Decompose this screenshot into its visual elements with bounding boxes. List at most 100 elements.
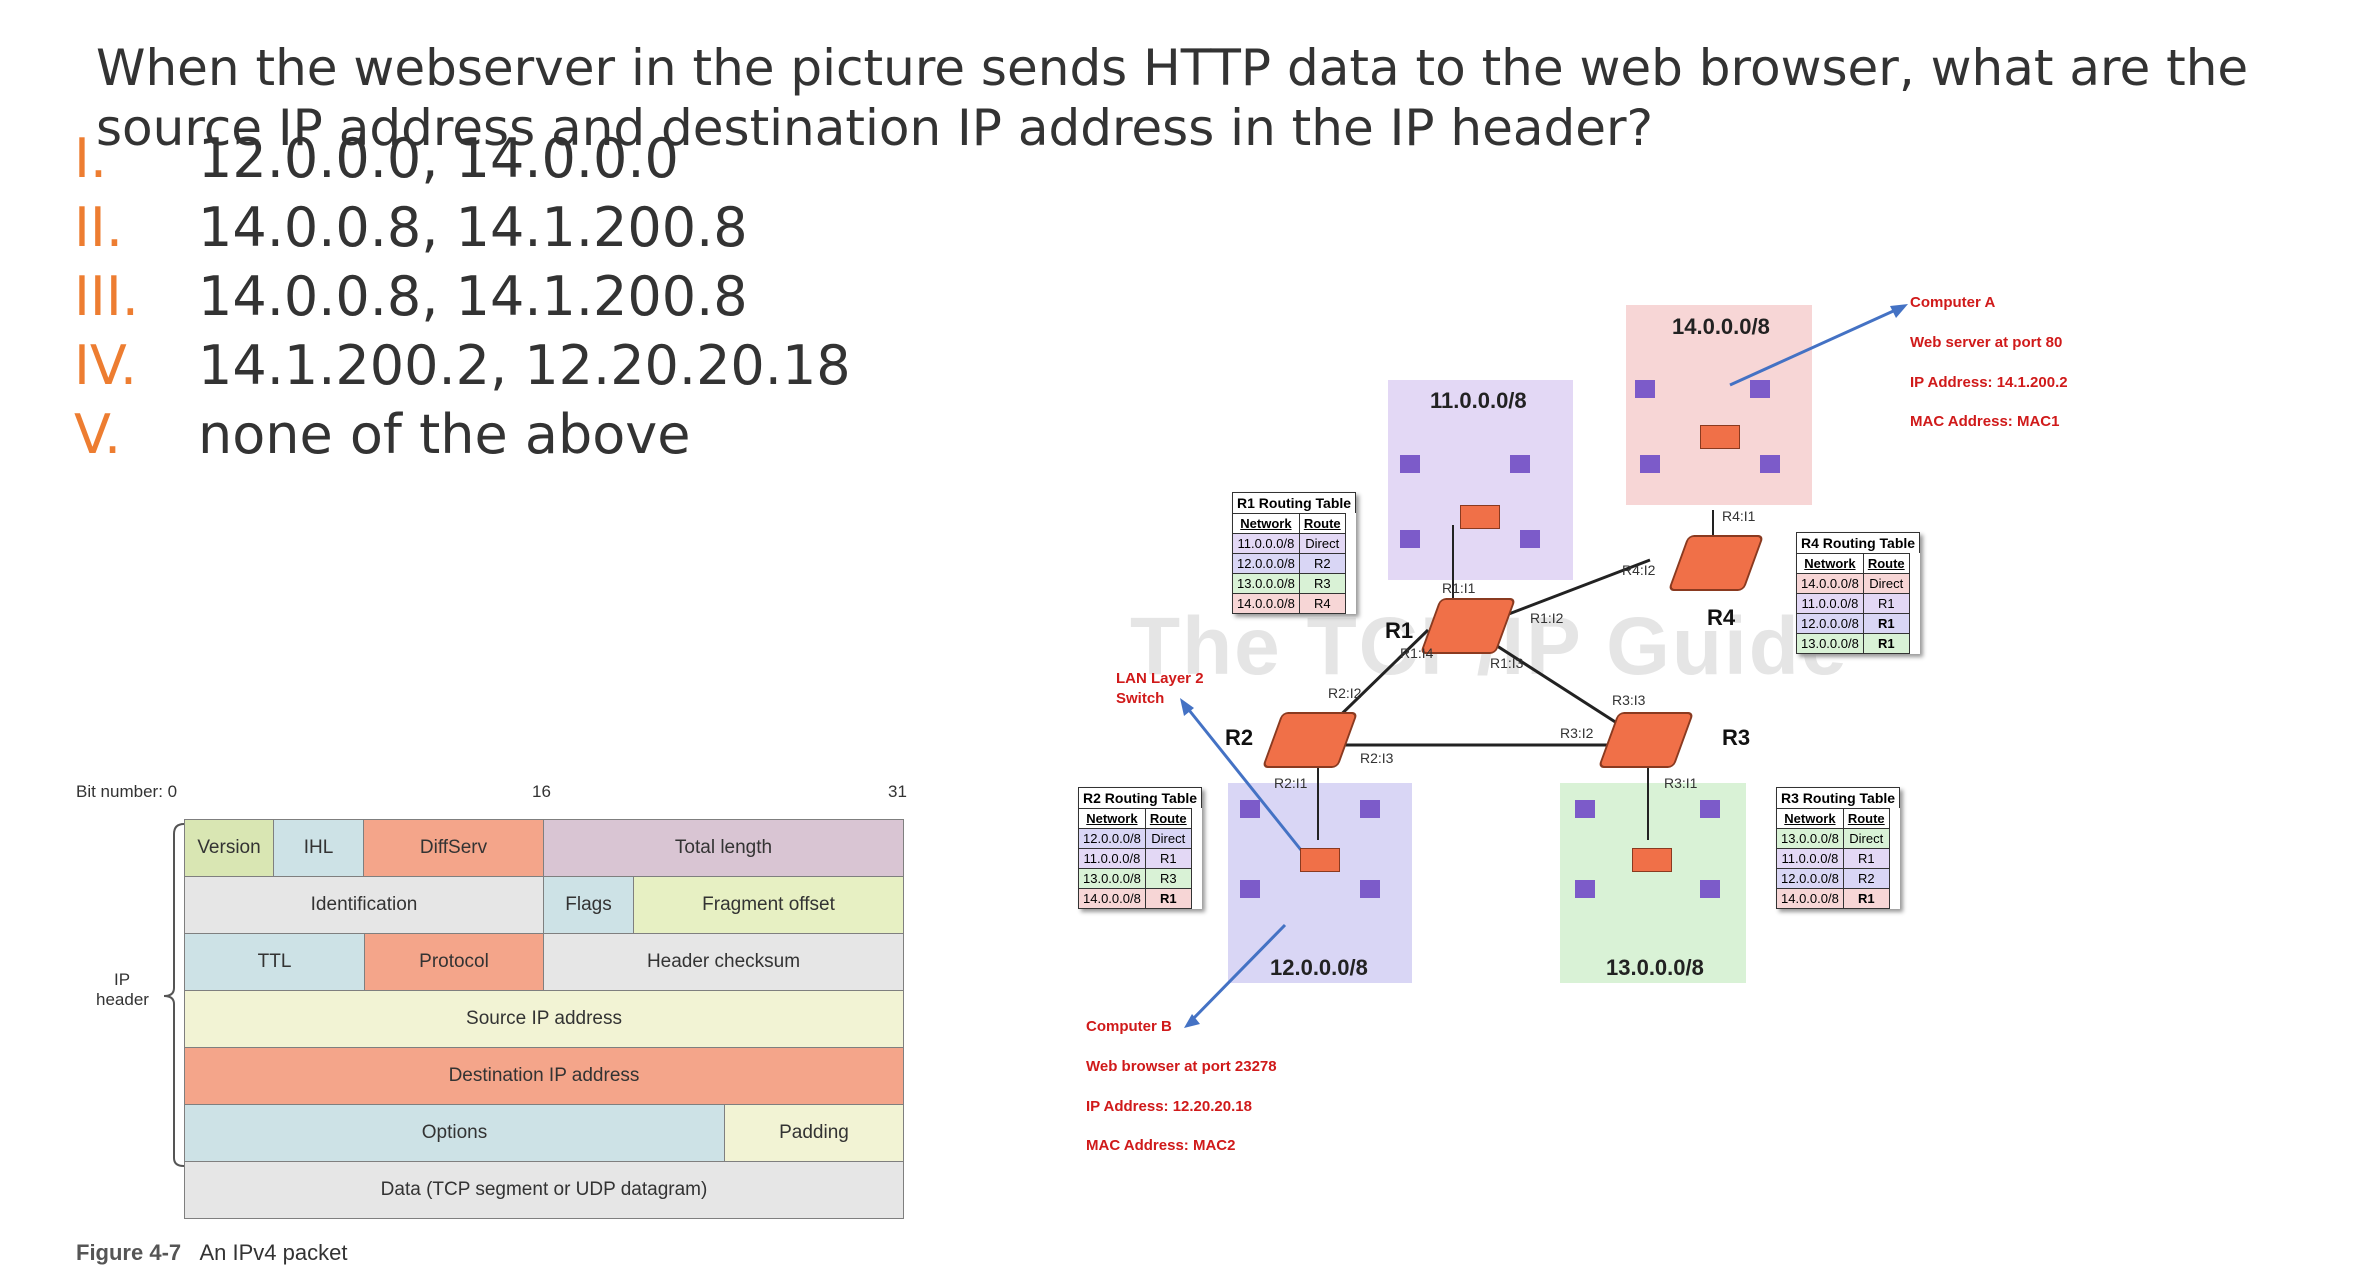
if-r2-i2: R2:I2	[1328, 685, 1362, 701]
pc-icon	[1700, 800, 1720, 818]
pc-icon	[1240, 880, 1260, 898]
network-12-label: 12.0.0.0/8	[1270, 955, 1368, 980]
computer-a-mac: MAC Address: MAC1	[1910, 413, 2060, 430]
if-r2-i3: R2:I3	[1360, 750, 1394, 766]
table-cell: R2	[1842, 868, 1890, 889]
table-cell: R4	[1298, 593, 1346, 614]
table-header: Route	[1842, 808, 1890, 829]
pc-icon	[1520, 530, 1540, 548]
pc-icon	[1700, 880, 1720, 898]
field-fragment-offset: Fragment offset	[633, 876, 904, 934]
pc-icon	[1400, 530, 1420, 548]
table-cell: R1	[1842, 888, 1890, 909]
option-number: I.	[74, 127, 108, 190]
bit-number-label: Bit number: 0	[76, 782, 178, 801]
table-header: Network	[1078, 808, 1146, 829]
bit-16-label: 16	[532, 782, 551, 801]
field-total-length: Total length	[543, 819, 904, 877]
field-source-ip: Source IP address	[184, 990, 904, 1048]
table-cell: R1	[1842, 848, 1890, 869]
caption-number: Figure 4-7	[76, 1240, 182, 1265]
lan-switch-label-2: Switch	[1116, 690, 1165, 707]
pc-icon	[1240, 800, 1260, 818]
ip-side-label: IP	[114, 970, 131, 989]
option-number: IV.	[74, 334, 138, 397]
table-cell: 12.0.0.0/8	[1776, 868, 1844, 889]
if-r2-i1: R2:I1	[1274, 775, 1308, 791]
if-r1-i3: R1:I3	[1490, 655, 1524, 671]
table-cell: 12.0.0.0/8	[1078, 828, 1146, 849]
table-cell: 13.0.0.0/8	[1078, 868, 1146, 889]
field-ttl: TTL	[184, 933, 365, 991]
option-text: 14.1.200.2, 12.20.20.18	[198, 334, 851, 397]
field-data: Data (TCP segment or UDP datagram)	[184, 1161, 904, 1219]
table-title: R2 Routing Table	[1078, 787, 1203, 808]
caption-text: An IPv4 packet	[199, 1240, 348, 1265]
pc-icon	[1575, 800, 1595, 818]
table-header: Route	[1298, 513, 1346, 534]
field-identification: Identification	[184, 876, 544, 934]
field-padding: Padding	[724, 1104, 904, 1162]
table-cell: R1	[1862, 593, 1910, 614]
switch-icon	[1632, 848, 1672, 872]
bit-31-label: 31	[888, 782, 907, 801]
table-cell: R2	[1298, 553, 1346, 574]
table-header: Network	[1796, 553, 1864, 574]
if-r1-i4: R1:I4	[1400, 645, 1434, 661]
table-cell: 11.0.0.0/8	[1078, 848, 1146, 869]
if-r1-i1: R1:I1	[1442, 580, 1476, 596]
if-r4-i1: R4:I1	[1722, 508, 1756, 524]
table-cell: Direct	[1862, 573, 1910, 594]
table-cell: 13.0.0.0/8	[1776, 828, 1844, 849]
pc-icon	[1750, 380, 1770, 398]
table-cell: 12.0.0.0/8	[1796, 613, 1864, 634]
option-text: 14.0.0.8, 14.1.200.8	[198, 196, 748, 259]
pc-icon	[1575, 880, 1595, 898]
network-14-label: 14.0.0.0/8	[1672, 314, 1770, 339]
pc-icon	[1640, 455, 1660, 473]
network-11-label: 11.0.0.0/8	[1430, 388, 1527, 413]
header-side-label: header	[96, 990, 149, 1009]
computer-a-title: Computer A	[1910, 294, 1996, 311]
pc-icon	[1635, 380, 1655, 398]
table-cell: 11.0.0.0/8	[1776, 848, 1844, 869]
table-cell: 13.0.0.0/8	[1232, 573, 1300, 594]
header-bracket	[163, 823, 185, 1167]
pc-icon	[1510, 455, 1530, 473]
router-r1-label: R1	[1385, 618, 1414, 643]
field-ihl: IHL	[273, 819, 364, 877]
option-text: 14.0.0.8, 14.1.200.8	[198, 265, 748, 328]
computer-b-port: Web browser at port 23278	[1086, 1058, 1277, 1075]
computer-a-port: Web server at port 80	[1910, 334, 2063, 351]
field-version: Version	[184, 819, 274, 877]
table-header: Network	[1232, 513, 1300, 534]
table-header: Route	[1862, 553, 1910, 574]
figure-caption: Figure 4-7 An IPv4 packet	[76, 1240, 347, 1266]
computer-b-mac: MAC Address: MAC2	[1086, 1137, 1236, 1154]
option-number: II.	[74, 196, 124, 259]
table-title: R3 Routing Table	[1776, 787, 1901, 808]
if-r3-i2: R3:I2	[1560, 725, 1594, 741]
question-text: When the webserver in the picture sends …	[96, 39, 2249, 157]
table-header: Route	[1144, 808, 1192, 829]
if-r3-i3: R3:I3	[1612, 692, 1646, 708]
switch-icon	[1300, 848, 1340, 872]
pc-icon	[1360, 880, 1380, 898]
network-13-label: 13.0.0.0/8	[1606, 955, 1704, 980]
table-cell: R1	[1862, 633, 1910, 654]
field-destination-ip: Destination IP address	[184, 1047, 904, 1105]
table-cell: Direct	[1842, 828, 1890, 849]
table-cell: 14.0.0.0/8	[1078, 888, 1146, 909]
switch-icon	[1700, 425, 1740, 449]
router-r3-label: R3	[1722, 725, 1751, 750]
router-r4-label: R4	[1707, 605, 1736, 630]
option-number: III.	[74, 265, 139, 328]
table-cell: R3	[1298, 573, 1346, 594]
pc-icon	[1760, 455, 1780, 473]
lan-switch-label-1: LAN Layer 2	[1116, 670, 1204, 687]
